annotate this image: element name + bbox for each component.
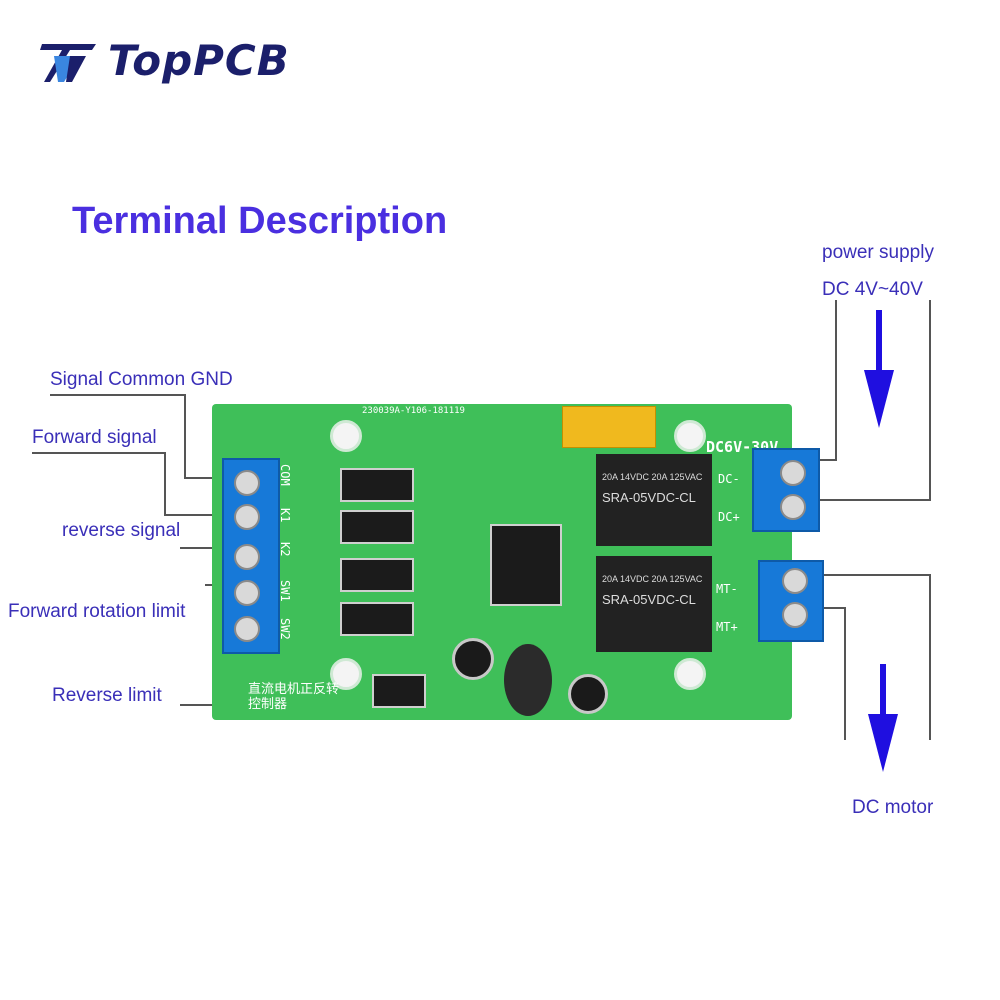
optocoupler-u5 <box>340 558 414 592</box>
mount-hole <box>674 658 706 690</box>
screw-mt-plus <box>782 602 808 628</box>
label-power-range: DC 4V~40V <box>822 279 923 300</box>
screw-dc-plus <box>780 494 806 520</box>
mount-hole <box>330 420 362 452</box>
pin-label-sw1: SW1 <box>278 580 292 602</box>
relay-ry1: 20A 14VDC 20A 125VAC SRA-05VDC-CL <box>596 556 712 652</box>
screw-sw1 <box>234 580 260 606</box>
power-terminal-block <box>752 448 820 532</box>
left-terminal-block <box>222 458 280 654</box>
ic-u2 <box>372 674 426 708</box>
label-forward-signal: Forward signal <box>32 427 157 448</box>
screw-com <box>234 470 260 496</box>
power-arrow-head <box>864 370 894 428</box>
screw-dc-minus <box>780 460 806 486</box>
label-reverse-signal: reverse signal <box>62 520 181 541</box>
motor-terminal-block <box>758 560 824 642</box>
regulator-u1 <box>490 524 562 606</box>
pin-label-sw2: SW2 <box>278 618 292 640</box>
mount-hole <box>330 658 362 690</box>
relay-model: SRA-05VDC-CL <box>602 592 696 607</box>
label-power-supply: power supply <box>822 242 934 263</box>
label-signal-common-gnd: Signal Common GND <box>50 369 233 390</box>
board-code: 230039A-Y106-181119 <box>362 406 465 416</box>
relay-rating: 20A 14VDC 20A 125VAC <box>602 472 703 482</box>
pin-label-com: COM <box>278 464 292 486</box>
optocoupler-u4 <box>340 510 414 544</box>
motor-arrow-head <box>868 714 898 772</box>
motor-arrow-shaft <box>880 664 886 716</box>
relay-model: SRA-05VDC-CL <box>602 490 696 505</box>
pin-label-k2: K2 <box>278 542 292 557</box>
optocoupler-u3 <box>340 468 414 502</box>
optocoupler-u6 <box>340 602 414 636</box>
capacitor-c2 <box>452 638 494 680</box>
pin-label-mt-plus: MT+ <box>716 620 738 634</box>
pin-label-k1: K1 <box>278 508 292 523</box>
relay-rating: 20A 14VDC 20A 125VAC <box>602 574 703 584</box>
capacitor-c3 <box>568 674 608 714</box>
label-reverse-limit: Reverse limit <box>52 685 162 706</box>
fuse <box>562 406 656 448</box>
inductor <box>504 644 552 716</box>
chinese-label: 直流电机正反转控制器 <box>248 682 340 712</box>
pin-label-dc-plus: DC+ <box>718 510 740 524</box>
power-arrow-shaft <box>876 310 882 370</box>
screw-sw2 <box>234 616 260 642</box>
screw-mt-minus <box>782 568 808 594</box>
brand-name: TopPCB <box>108 36 290 85</box>
pcb-board: 230039A-Y106-181119 COM K1 K2 SW1 SW2 20… <box>212 404 792 720</box>
mount-hole <box>674 420 706 452</box>
brand-logo: TopPCB <box>40 36 290 85</box>
screw-k2 <box>234 544 260 570</box>
relay-ry2: 20A 14VDC 20A 125VAC SRA-05VDC-CL <box>596 454 712 546</box>
toppcb-logo-icon <box>40 43 96 82</box>
label-forward-rotation-limit: Forward rotation limit <box>8 601 186 622</box>
pin-label-mt-minus: MT- <box>716 582 738 596</box>
label-dc-motor: DC motor <box>852 797 934 818</box>
screw-k1 <box>234 504 260 530</box>
page-title: Terminal Description <box>72 200 448 242</box>
pin-label-dc-minus: DC- <box>718 472 740 486</box>
